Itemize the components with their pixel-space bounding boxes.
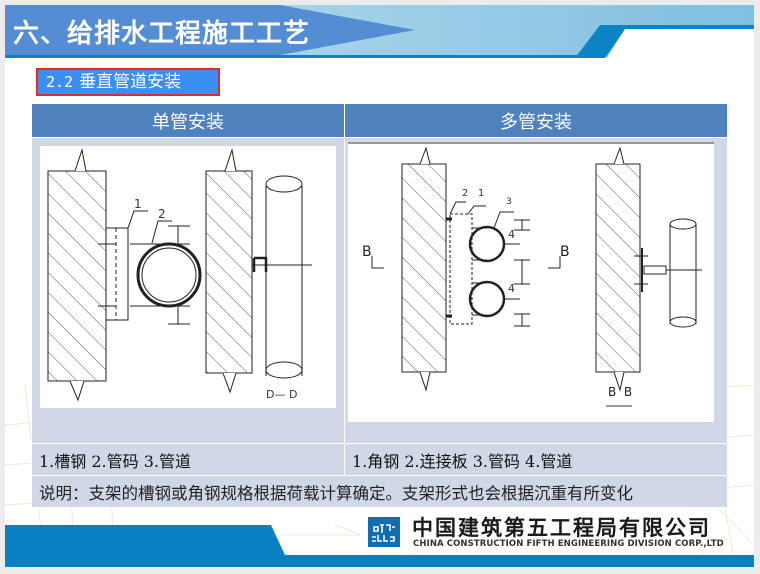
single-pipe-caption: 1.槽钢 2.管码 3.管道 (31, 443, 345, 476)
footer-bar (5, 525, 754, 567)
single-pipe-drawing: 1 2 D— D (40, 146, 336, 408)
dimension-4b: 4 (508, 282, 515, 295)
section-mark-left: B (362, 244, 372, 260)
section-label-d: D— D (266, 388, 297, 401)
section-title-b: B B (608, 385, 632, 399)
cscec-logo-icon (368, 517, 400, 547)
section-number: 2.2 (46, 73, 74, 91)
dimension-4a: 4 (508, 228, 515, 241)
callout-1: 1 (478, 188, 484, 199)
installation-table: 单管安装 多管安装 (31, 103, 728, 508)
page-title: 六、给排水工程施工工艺 (13, 19, 311, 49)
multi-pipe-diagram: 2 1 3 4 4 B B B B (362, 146, 702, 407)
header-banner (5, 5, 754, 61)
single-pipe-diagram: 1 2 D— D (47, 148, 312, 402)
callout-2: 2 (158, 207, 166, 221)
callout-1: 1 (134, 197, 142, 211)
multi-pipe-drawing-cell: 2 1 3 4 4 B B B B (344, 137, 728, 444)
section-subtitle-text: 垂直管道安装 (79, 72, 182, 92)
callout-3: 3 (506, 197, 512, 207)
header-single-pipe: 单管安装 (31, 103, 345, 138)
company-name-cn: 中国建筑第五工程局有限公司 (412, 516, 711, 540)
multi-pipe-caption: 1.角钢 2.连接板 3.管码 4.管道 (344, 443, 728, 476)
slide: 六、给排水工程施工工艺 2.2 垂直管道安装 单管安装 多管安装 (5, 5, 754, 567)
note-text: 说明：支架的槽钢或角钢规格根据荷载计算确定。支架形式也会根据沉重有所变化 (31, 475, 728, 508)
single-pipe-drawing-cell: 1 2 D— D (31, 137, 345, 444)
header-multi-pipe: 多管安装 (344, 103, 728, 138)
section-mark-right: B (560, 244, 570, 260)
callout-2: 2 (462, 188, 468, 199)
company-name-en: CHINA CONSTRUCTION FIFTH ENGINEERING DIV… (413, 539, 724, 549)
multi-pipe-drawing: 2 1 3 4 4 B B B B (348, 142, 714, 422)
company-logo-block: 中国建筑第五工程局有限公司 CHINA CONSTRUCTION FIFTH E… (360, 510, 724, 553)
section-subtitle: 2.2 垂直管道安装 (36, 68, 220, 96)
